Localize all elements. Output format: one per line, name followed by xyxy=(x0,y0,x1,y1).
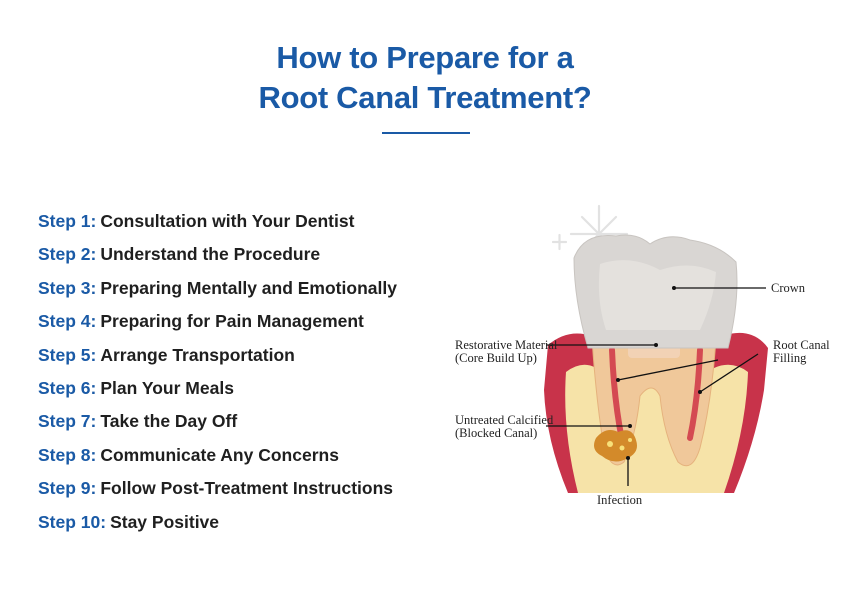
label-restorative-material: Restorative Material xyxy=(455,338,558,352)
label-untreated-calcified: Untreated Calcified xyxy=(455,413,554,427)
step-text: Stay Positive xyxy=(110,511,220,532)
step-text: Consultation with Your Dentist xyxy=(100,211,355,231)
tooth-cross-section-diagram: Crown Restorative Material (Core Build U… xyxy=(455,204,830,507)
step-number: Step 1: xyxy=(38,211,97,231)
steps-list: Step 1:Consultation with Your Dentist St… xyxy=(38,207,424,541)
step-item: Step 5:Arrange Transportation xyxy=(38,341,424,374)
step-item: Step 9:Follow Post-Treatment Instruction… xyxy=(38,474,424,507)
crown-shading xyxy=(598,260,716,330)
step-item: Step 10:Stay Positive xyxy=(38,508,424,541)
step-number: Step 10: xyxy=(38,511,107,532)
step-text: Plan Your Meals xyxy=(100,377,234,398)
step-item: Step 6:Plan Your Meals xyxy=(38,374,424,407)
step-number: Step 3: xyxy=(38,277,97,298)
step-item: Step 1:Consultation with Your Dentist xyxy=(38,207,424,240)
step-number: Step 5: xyxy=(38,344,97,365)
leader-lines xyxy=(546,287,766,486)
label-crown: Crown xyxy=(771,281,806,295)
label-filling: Filling xyxy=(773,351,807,365)
step-number: Step 6: xyxy=(38,377,97,398)
step-number: Step 9: xyxy=(38,478,97,499)
step-item: Step 4:Preparing for Pain Management xyxy=(38,307,424,340)
step-text: Take the Day Off xyxy=(100,411,238,432)
step-item: Step 8:Communicate Any Concerns xyxy=(38,441,424,474)
step-text: Follow Post-Treatment Instructions xyxy=(100,478,394,499)
root-canal-filling xyxy=(687,347,703,441)
step-text: Communicate Any Concerns xyxy=(100,444,339,465)
step-number: Step 4: xyxy=(38,311,97,332)
step-number: Step 8: xyxy=(38,444,97,465)
step-text: Arrange Transportation xyxy=(100,344,295,365)
page-title: How to Prepare for a Root Canal Treatmen… xyxy=(0,38,850,118)
title-line-1: How to Prepare for a xyxy=(276,40,574,75)
label-blocked-canal: (Blocked Canal) xyxy=(455,426,537,440)
title-line-2: Root Canal Treatment? xyxy=(258,80,592,115)
label-infection: Infection xyxy=(597,493,643,507)
step-number: Step 7: xyxy=(38,411,97,432)
step-text: Preparing Mentally and Emotionally xyxy=(100,277,397,298)
step-item: Step 2:Understand the Procedure xyxy=(38,240,424,273)
title-underline xyxy=(382,132,470,134)
step-text: Preparing for Pain Management xyxy=(100,311,364,332)
step-number: Step 2: xyxy=(38,244,97,265)
infection-area xyxy=(594,430,637,462)
leader-dots xyxy=(616,286,702,460)
label-root-canal: Root Canal xyxy=(773,338,830,352)
step-text: Understand the Procedure xyxy=(100,244,321,265)
label-core-build-up: (Core Build Up) xyxy=(455,351,537,365)
step-item: Step 3:Preparing Mentally and Emotionall… xyxy=(38,274,424,307)
step-item: Step 7:Take the Day Off xyxy=(38,407,424,440)
